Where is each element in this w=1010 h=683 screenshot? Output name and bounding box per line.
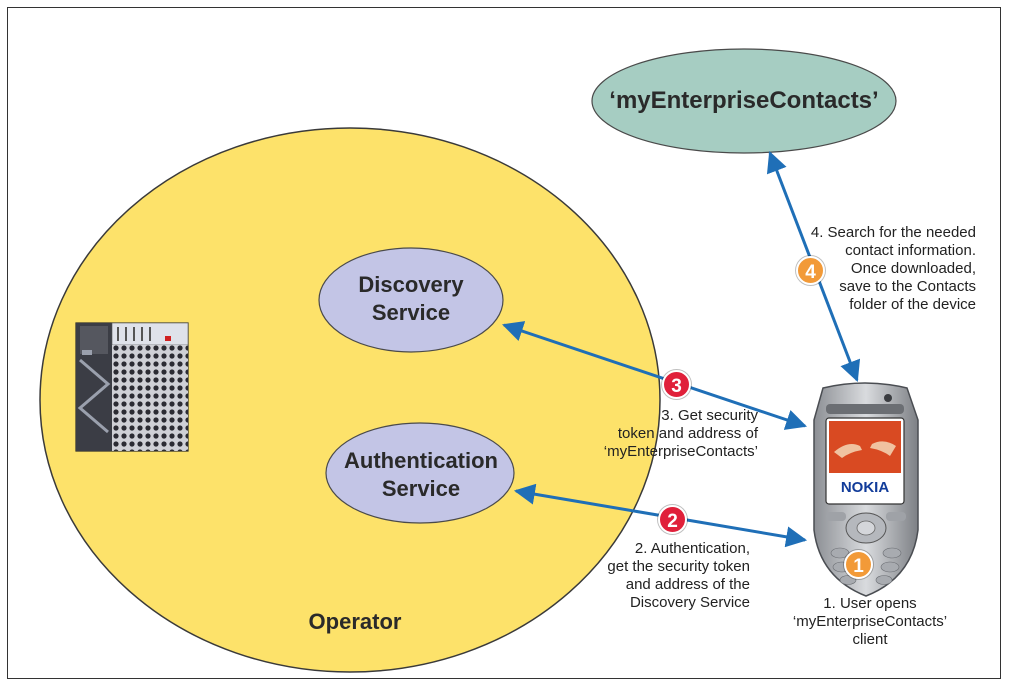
authentication-service-label: Authentication Service <box>321 447 521 503</box>
step-1-caption: 1. User opens ‘myEnterpriseContacts’ cli… <box>770 595 970 649</box>
step-badge-3: 3 <box>662 370 691 399</box>
step-badge-4: 4 <box>796 256 825 285</box>
step-4-line-3: Once downloaded, <box>850 260 976 277</box>
step-3-caption: 3. Get security token and address of ‘my… <box>580 407 758 461</box>
discovery-service-node <box>318 247 504 353</box>
server-rack-icon <box>75 322 189 452</box>
authentication-service-node <box>325 422 515 524</box>
discovery-service-label: Discovery Service <box>321 271 501 327</box>
mobile-phone-icon: NOKIA <box>813 382 919 597</box>
arrow-step-3 <box>502 321 807 430</box>
step-badge-1: 1 <box>844 550 873 579</box>
authentication-label-line-2: Service <box>381 476 461 501</box>
step-2-caption: 2. Authentication, get the security toke… <box>574 540 750 612</box>
enterprise-contacts-node <box>591 48 897 154</box>
step-4-line-5: folder of the device <box>849 296 976 313</box>
step-1-line-1: 1. User opens <box>823 595 917 612</box>
enterprise-contacts-text: ‘myEnterpriseContacts’ <box>609 87 879 114</box>
step-3-line-1: 3. Get security <box>661 407 758 424</box>
step-2-line-4: Discovery Service <box>629 594 750 611</box>
step-4-line-4: save to the Contacts <box>839 278 976 295</box>
authentication-label-line-1: Authentication <box>344 448 498 473</box>
discovery-label-line-1: Discovery <box>358 272 464 297</box>
step-4-line-2: contact information. <box>845 242 976 259</box>
enterprise-contacts-label: ‘myEnterpriseContacts’ <box>594 86 894 116</box>
step-1-line-2: ‘myEnterpriseContacts’ <box>792 613 948 630</box>
step-4-line-1: 4. Search for the needed <box>810 224 976 241</box>
step-2-line-2: get the security token <box>607 558 750 575</box>
step-badge-2: 2 <box>658 505 687 534</box>
step-2-line-1: 2. Authentication, <box>634 540 750 557</box>
step-1-line-3: client <box>852 631 888 648</box>
step-4-caption: 4. Search for the needed contact informa… <box>788 224 976 314</box>
step-3-line-2: token and address of <box>617 425 758 442</box>
phone-brand-logo: NOKIA <box>841 479 890 496</box>
step-2-line-3: and address of the <box>625 576 750 593</box>
step-3-line-3: ‘myEnterpriseContacts’ <box>603 443 758 460</box>
operator-label: Operator <box>280 608 430 636</box>
discovery-label-line-2: Service <box>371 300 451 325</box>
operator-label-text: Operator <box>308 609 402 634</box>
